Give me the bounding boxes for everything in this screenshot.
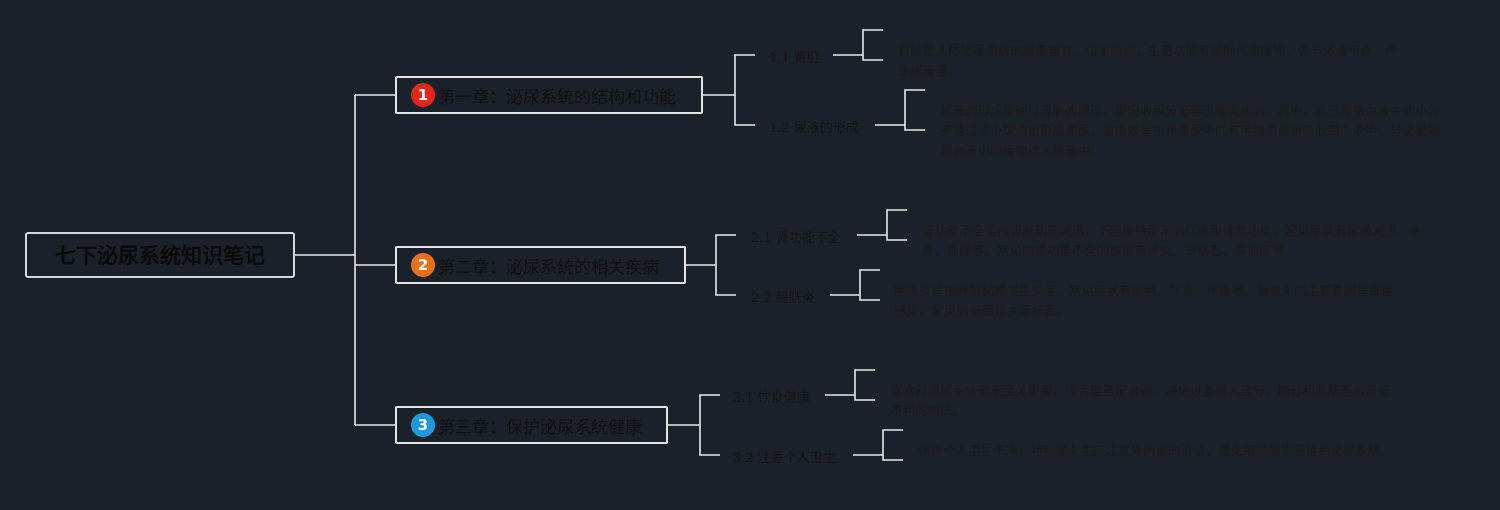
section-description-2-2: 膀胱炎是指膀胱黏膜发生炎症，常见症状有尿频、尿急、尿痛等。膀胱炎的主要原因是细菌… bbox=[894, 283, 1395, 318]
section-node-2-2[interactable]: 2.2 膀胱炎 bbox=[751, 291, 815, 306]
section-node-3-2[interactable]: 3.2 注意个人卫生 bbox=[733, 451, 836, 466]
chapter-node-1[interactable]: 1 第一章：泌尿系统的结构和功能 bbox=[395, 76, 703, 114]
chapter-title-2: 第二章：泌尿系统的相关疾病 bbox=[438, 257, 659, 278]
chapter-title-3: 第三章：保护泌尿系统健康 bbox=[438, 417, 642, 438]
chapter-node-2[interactable]: 2 第二章：泌尿系统的相关疾病 bbox=[395, 246, 686, 284]
root-title: 七下泌尿系统知识笔记 bbox=[55, 244, 265, 268]
chapter-number-badge-3: 3 bbox=[411, 413, 435, 437]
section-description-1-2: 尿液的形成是通过肾脏的滤过、重吸收和分泌等过程完成的，其中，滤过是指血液中的小分… bbox=[940, 103, 1441, 158]
section-description-2-1: 肾功能不全是指肾脏功能减退，不能维持正常的代谢和排泄功能，常见症状有尿量减少、水… bbox=[922, 223, 1423, 258]
section-node-2-1[interactable]: 2.1 肾功能不全 bbox=[751, 231, 841, 246]
chapter-title-1: 第一章：泌尿系统的结构和功能 bbox=[438, 87, 676, 108]
section-description-1-1: 肾脏是人体泌尿系统的重要器官，位于腰部，主要功能有排除代谢废物、调节体液平衡、产… bbox=[898, 43, 1399, 78]
chapter-number-badge-1: 1 bbox=[411, 83, 435, 107]
chapter-node-3[interactable]: 3 第三章：保护泌尿系统健康 bbox=[395, 406, 668, 444]
root-node[interactable]: 七下泌尿系统知识笔记 bbox=[25, 232, 295, 278]
section-description-3-1: 饮食对泌尿系统健康至关重要，应合理搭配食物，避免过多摄入盐分、糖分和脂肪等对肾脏… bbox=[890, 383, 1391, 418]
section-description-3-2: 保持个人卫生干净，特别是女生应注意外阴部的清洁，避免细菌感染蔓延到泌尿系统。 bbox=[918, 443, 1394, 458]
chapter-number-badge-2: 2 bbox=[411, 253, 435, 277]
section-node-1-2[interactable]: 1.2 尿液的形成 bbox=[769, 121, 859, 136]
section-node-1-1[interactable]: 1.1 肾脏 bbox=[769, 51, 820, 66]
section-node-3-1[interactable]: 3.1 饮食健康 bbox=[733, 391, 810, 406]
